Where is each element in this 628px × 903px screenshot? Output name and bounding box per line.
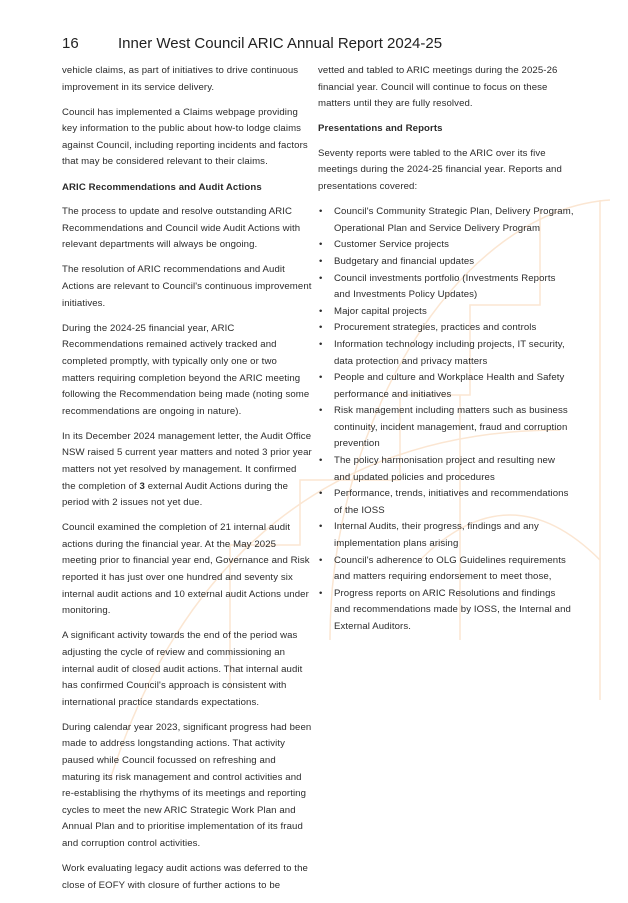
paragraph: vehicle claims, as part of initiatives t… [62,65,299,93]
left-column: vehicle claims, as part of initiatives t… [62,63,312,903]
list-item: Internal Audits, their progress, finding… [318,519,574,552]
list-item: Council investments portfolio (Investmen… [318,271,574,304]
report-title: Inner West Council ARIC Annual Report 20… [118,35,443,52]
list-item: Council's Community Strategic Plan, Deli… [318,204,574,237]
list-item: People and culture and Workplace Health … [318,370,574,403]
list-item: Information technology including project… [318,337,574,370]
text: In its December 2024 management letter, … [62,430,312,492]
paragraph: During the 2024-25 financial year, ARIC … [62,322,310,417]
list-item: Major capital projects [318,304,574,321]
list-item: Budgetary and financial updates [318,254,574,271]
paragraph: Council has implemented a Claims webpage… [62,106,308,168]
paragraph: vetted and tabled to ARIC meetings durin… [318,65,558,110]
list-item: Risk management including matters such a… [318,403,574,453]
paragraph: A significant activity towards the end o… [62,630,303,708]
list-item: The policy harmonisation project and res… [318,453,574,486]
section-heading-presentations-reports: Presentations and Reports [318,123,443,135]
paragraph: In its December 2024 management letter, … [62,429,312,512]
list-item: Council's adherence to OLG Guidelines re… [318,553,574,586]
paragraph: Council examined the completion of 21 in… [62,522,310,617]
reports-list: Council's Community Strategic Plan, Deli… [318,204,574,635]
list-item: Progress reports on ARIC Resolutions and… [318,586,574,636]
bold-number: 3 [139,480,145,492]
text: external Audit Actions during the period… [62,480,289,509]
paragraph: The resolution of ARIC recommendations a… [62,264,312,309]
list-item: Procurement strategies, practices and co… [318,320,574,337]
paragraph: Seventy reports were tabled to the ARIC … [318,147,562,193]
section-heading-aric-recommendations: ARIC Recommendations and Audit Actions [62,181,262,193]
paragraph: The process to update and resolve outsta… [62,206,301,251]
list-item: Performance, trends, initiatives and rec… [318,486,574,519]
right-column: vetted and tabled to ARIC meetings durin… [318,63,574,636]
paragraph: Work evaluating legacy audit actions was… [62,863,308,891]
page-number: 16 [62,35,79,52]
list-item: Customer Service projects [318,237,574,254]
paragraph: During calendar year 2023, significant p… [62,721,312,849]
